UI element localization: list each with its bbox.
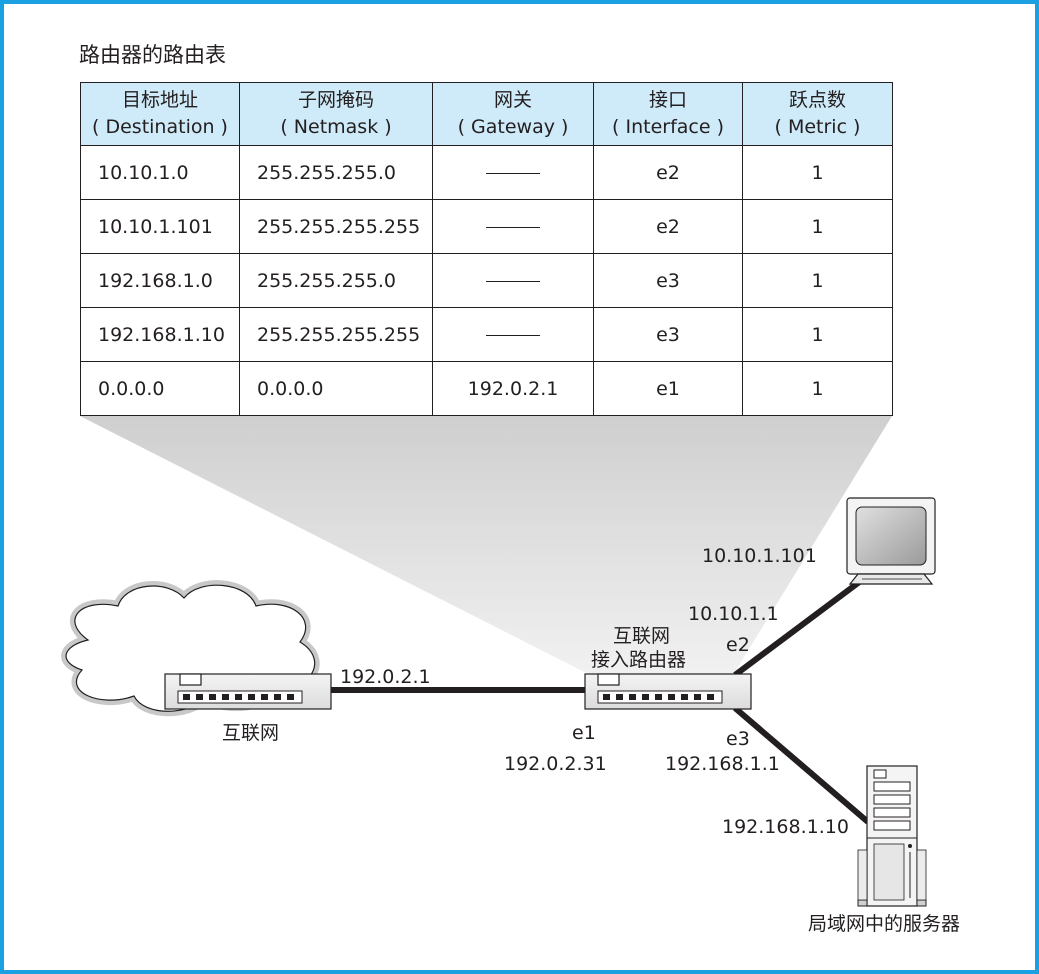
cell-destination: 10.10.1.0 (80, 145, 240, 200)
cell-netmask: 255.255.255.255 (239, 307, 433, 362)
link-router-to-server (733, 705, 870, 825)
cell-destination: 192.168.1.10 (80, 307, 240, 362)
cell-metric: 1 (742, 199, 893, 254)
cell-interface: e2 (593, 199, 743, 254)
cell-netmask: 255.255.255.255 (239, 199, 433, 254)
e1-ip: 192.0.2.31 (504, 753, 607, 775)
e1-interface-label: e1 (572, 722, 596, 744)
table-row: 192.168.1.0 255.255.255.0 e3 1 (80, 253, 893, 308)
routing-table: 目标地址( Destination ) 子网掩码( Netmask ) 网关( … (80, 82, 893, 416)
figure-title: 路由器的路由表 (79, 43, 226, 67)
internet-router-icon (164, 673, 332, 710)
e3-interface-label: e3 (726, 728, 750, 750)
cell-metric: 1 (742, 361, 893, 416)
cell-interface: e3 (593, 253, 743, 308)
cell-gateway-none (432, 145, 594, 200)
cell-netmask: 0.0.0.0 (239, 361, 433, 416)
cell-interface: e3 (593, 307, 743, 362)
link-router-to-pc (733, 577, 864, 678)
cell-gateway-none (432, 307, 594, 362)
e2-ip: 10.10.1.1 (688, 603, 779, 625)
server-ip: 192.168.1.10 (722, 816, 849, 838)
server-label: 局域网中的服务器 (808, 913, 961, 935)
access-router-icon (584, 673, 752, 710)
table-row: 0.0.0.0 0.0.0.0 192.0.2.1 e1 1 (80, 361, 893, 416)
table-row: 192.168.1.10 255.255.255.255 e3 1 (80, 307, 893, 362)
pc-monitor-icon (846, 497, 936, 585)
header-metric: 跃点数( Metric ) (742, 82, 893, 146)
table-projection-funnel (80, 416, 892, 680)
server-tower-icon (857, 765, 927, 907)
cell-gateway-none (432, 253, 594, 308)
cell-metric: 1 (742, 253, 893, 308)
cell-metric: 1 (742, 307, 893, 362)
e2-interface-label: e2 (726, 634, 750, 656)
e3-ip: 192.168.1.1 (665, 753, 780, 775)
table-row: 10.10.1.0 255.255.255.0 e2 1 (80, 145, 893, 200)
cell-destination: 192.168.1.0 (80, 253, 240, 308)
cell-interface: e1 (593, 361, 743, 416)
internet-label: 互联网 (222, 722, 280, 744)
pc-ip: 10.10.1.101 (702, 545, 817, 567)
header-interface: 接口( Interface ) (593, 82, 743, 146)
cell-destination: 0.0.0.0 (80, 361, 240, 416)
cell-gateway-none (432, 199, 594, 254)
routing-table-header: 目标地址( Destination ) 子网掩码( Netmask ) 网关( … (80, 82, 893, 146)
header-gateway: 网关( Gateway ) (432, 82, 594, 146)
access-router-label-line1: 互联网 (613, 625, 671, 647)
internet-router-ip: 192.0.2.1 (340, 666, 431, 688)
cell-netmask: 255.255.255.0 (239, 145, 433, 200)
cell-netmask: 255.255.255.0 (239, 253, 433, 308)
table-row: 10.10.1.101 255.255.255.255 e2 1 (80, 199, 893, 254)
cell-metric: 1 (742, 145, 893, 200)
cell-interface: e2 (593, 145, 743, 200)
header-destination: 目标地址( Destination ) (80, 82, 240, 146)
header-netmask: 子网掩码( Netmask ) (239, 82, 433, 146)
cell-destination: 10.10.1.101 (80, 199, 240, 254)
access-router-label-line2: 接入路由器 (591, 649, 687, 671)
cell-gateway: 192.0.2.1 (432, 361, 594, 416)
